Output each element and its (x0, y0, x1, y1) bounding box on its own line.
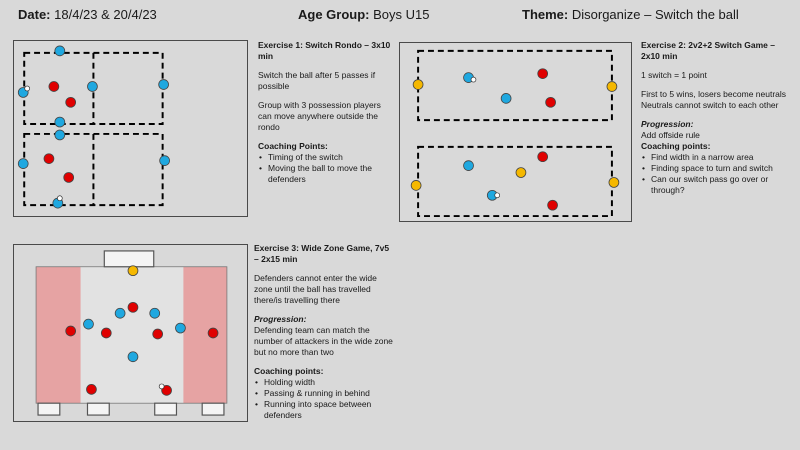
player-blue (87, 81, 98, 92)
exercise2-points-list: Find width in a narrow area Finding spac… (641, 152, 791, 196)
exercise3-diagram (13, 244, 248, 422)
player-red (161, 385, 172, 396)
list-item: Can our switch pass go over or through? (641, 174, 791, 196)
player-red (547, 199, 558, 211)
player-red (127, 301, 139, 313)
list-item: Finding space to turn and switch (641, 163, 791, 174)
wide-zone-right (183, 266, 227, 404)
player-blue (149, 307, 161, 319)
ball-icon (494, 192, 501, 199)
ball-icon (56, 195, 63, 202)
exercise2-diagram (399, 42, 632, 222)
player-red (48, 81, 60, 92)
player-blue (83, 318, 94, 330)
exercise1-text: Exercise 1: Switch Rondo – 3x10 min Swit… (258, 40, 393, 185)
exercise1-desc1: Switch the ball after 5 passes if possib… (258, 70, 376, 91)
player-blue (114, 307, 126, 319)
exercise3-points-title: Coaching points: (254, 366, 324, 376)
exercise1-desc2: Group with 3 possession players can move… (258, 100, 381, 132)
player-yellow (606, 81, 618, 92)
mini-goal-icon (37, 402, 61, 416)
game-bottom-grid (417, 145, 613, 218)
date-header: Date: 18/4/23 & 20/4/23 (18, 7, 157, 22)
exercise3-progression: Defending team can match the number of a… (254, 325, 393, 357)
ball-icon (24, 85, 30, 92)
list-item: Moving the ball to move the defenders (258, 163, 393, 185)
list-item: Running into space between defenders (254, 399, 394, 421)
player-blue (54, 45, 66, 57)
exercise2-progression-title: Progression: (641, 119, 694, 129)
mini-goal-icon (154, 402, 178, 416)
exercise1-points-list: Timing of the switch Moving the ball to … (258, 152, 393, 185)
exercise2-rule3: Neutrals cannot switch to each other (641, 100, 779, 110)
player-yellow (410, 180, 422, 191)
age-group-value: Boys U15 (373, 7, 430, 22)
player-blue (54, 129, 66, 141)
exercise2-rule2: First to 5 wins, losers become neutrals (641, 89, 787, 99)
theme-header: Theme: Disorganize – Switch the ball (522, 7, 739, 22)
player-blue (500, 93, 512, 104)
exercise3-progression-title: Progression: (254, 314, 307, 324)
player-red (65, 325, 77, 337)
list-item: Timing of the switch (258, 152, 393, 163)
player-red (65, 96, 77, 108)
ball-icon (158, 383, 165, 390)
list-item: Passing & running in behind (254, 388, 394, 399)
player-red (152, 328, 164, 340)
exercise1-points-title: Coaching Points: (258, 141, 328, 151)
exercise1-diagram (13, 40, 248, 217)
game-top-grid (417, 49, 613, 122)
player-yellow (515, 167, 527, 178)
player-red (545, 96, 556, 108)
age-group-label: Age Group: (298, 7, 370, 22)
goalkeeper-yellow (127, 265, 139, 277)
exercise3-desc: Defenders cannot enter the wide zone unt… (254, 273, 377, 305)
player-blue (54, 116, 66, 128)
theme-label: Theme: (522, 7, 569, 22)
player-red (86, 384, 97, 395)
exercise2-points-title: Coaching points: (641, 141, 711, 151)
player-red (537, 151, 549, 163)
player-blue (175, 322, 186, 334)
exercise1-title: Exercise 1: Switch Rondo – 3x10 min (258, 40, 391, 61)
player-red (537, 68, 549, 79)
exercise2-text: Exercise 2: 2v2+2 Switch Game – 2x10 min… (641, 40, 791, 196)
list-item: Holding width (254, 377, 394, 388)
player-blue (463, 160, 474, 171)
player-red (43, 153, 55, 164)
date-value: 18/4/23 & 20/4/23 (54, 7, 157, 22)
player-blue (158, 79, 169, 90)
player-blue (127, 351, 139, 363)
player-red (100, 327, 112, 339)
mini-goal-icon (201, 402, 225, 416)
player-red (207, 327, 219, 339)
player-red (63, 172, 75, 183)
exercise2-progression: Add offside rule (641, 130, 700, 140)
player-blue (17, 158, 29, 169)
ball-icon (470, 76, 477, 83)
list-item: Find width in a narrow area (641, 152, 791, 163)
date-label: Date: (18, 7, 51, 22)
exercise3-points-list: Holding width Passing & running in behin… (254, 377, 394, 421)
exercise3-title: Exercise 3: Wide Zone Game, 7v5 – 2x15 m… (254, 243, 390, 264)
player-blue (159, 155, 170, 166)
theme-value: Disorganize – Switch the ball (571, 7, 739, 22)
mini-goal-icon (86, 402, 110, 416)
big-goal-icon (103, 250, 155, 268)
exercise3-text: Exercise 3: Wide Zone Game, 7v5 – 2x15 m… (254, 243, 394, 421)
exercise2-rule1: 1 switch = 1 point (641, 70, 707, 80)
age-group-header: Age Group: Boys U15 (298, 7, 430, 22)
player-yellow (412, 79, 424, 90)
exercise2-title: Exercise 2: 2v2+2 Switch Game – 2x10 min (641, 40, 775, 61)
player-yellow (608, 177, 620, 188)
